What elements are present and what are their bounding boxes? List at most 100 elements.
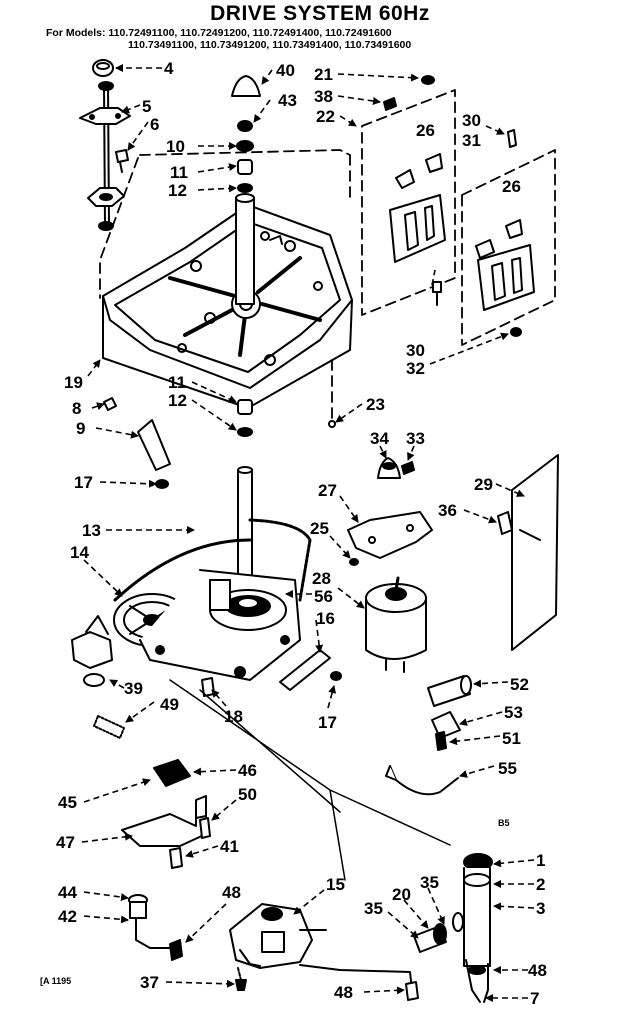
part-clip <box>328 420 336 428</box>
callout-11-upper: 11 <box>170 163 188 182</box>
callout-8: 8 <box>72 399 81 418</box>
callout-12-lower: 12 <box>168 391 187 410</box>
callout-14: 14 <box>70 543 89 562</box>
callout-35-upper: 35 <box>420 873 439 892</box>
callout-12-upper: 12 <box>168 181 187 200</box>
footer-code: [A 1195 <box>40 976 71 986</box>
callout-1: 1 <box>536 851 545 870</box>
callout-28: 28 <box>312 569 331 588</box>
callout-34: 34 <box>370 429 389 448</box>
callout-44: 44 <box>58 883 77 902</box>
callout-25: 25 <box>310 519 329 538</box>
callout-55: 55 <box>498 759 517 778</box>
callout-17-upper: 17 <box>74 473 93 492</box>
part-clip-53 <box>431 711 461 739</box>
part-capacitor <box>427 675 472 707</box>
callout-32: 32 <box>406 359 425 378</box>
callout-52: 52 <box>510 675 529 694</box>
callout-17-lower: 17 <box>318 713 337 732</box>
callout-38: 38 <box>314 87 333 106</box>
callout-50: 50 <box>238 785 257 804</box>
part-clamp <box>153 759 191 787</box>
part-bearing-upper <box>237 159 253 175</box>
callout-2: 2 <box>536 875 545 894</box>
part-spring <box>93 715 125 739</box>
callout-39: 39 <box>124 679 143 698</box>
part-seal-lower <box>237 427 253 437</box>
suspension-panel-rear <box>461 129 556 346</box>
callout-42: 42 <box>58 907 77 926</box>
part-washer <box>237 120 253 132</box>
water-pump <box>229 903 327 969</box>
callout-41: 41 <box>220 837 239 856</box>
callout-53: 53 <box>504 703 523 722</box>
callout-29: 29 <box>474 475 493 494</box>
part-nut-left <box>155 479 169 489</box>
callout-3: 3 <box>536 899 545 918</box>
part-seal-upper <box>237 183 253 193</box>
part-cover-cap <box>231 75 261 97</box>
callout-45: 45 <box>58 793 77 812</box>
part-bolt <box>103 397 117 411</box>
part-hose-drain <box>299 964 413 991</box>
part-pump-bracket <box>71 615 113 687</box>
callout-51: 51 <box>502 729 521 748</box>
motor-mount-plate <box>347 511 433 559</box>
callout-16: 16 <box>316 609 335 628</box>
callout-47: 47 <box>56 833 75 852</box>
callout-56: 56 <box>314 587 333 606</box>
part-hose-42 <box>135 917 171 949</box>
part-screw-50 <box>199 817 211 839</box>
part-clamp-48 <box>169 939 183 961</box>
part-motor-screw <box>349 558 359 566</box>
part-shift-bracket <box>279 649 331 691</box>
callout-18: 18 <box>224 707 243 726</box>
part-nut <box>236 140 254 152</box>
part-bracket <box>137 419 171 471</box>
part-harness-clip <box>389 765 459 796</box>
callout-6: 6 <box>150 115 159 134</box>
callout-48-bottom: 48 <box>334 983 353 1002</box>
callout-27: 27 <box>318 481 337 500</box>
callout-33: 33 <box>406 429 425 448</box>
callout-19: 19 <box>64 373 83 392</box>
callout-7: 7 <box>530 989 539 1008</box>
part-screw-41 <box>169 847 183 869</box>
callout-10: 10 <box>166 137 185 156</box>
model-line-2: 110.73491100, 110.73491200, 110.73491400… <box>128 39 412 51</box>
callout-36: 36 <box>438 501 457 520</box>
shield-panel <box>497 454 559 651</box>
callout-49: 49 <box>160 695 179 714</box>
part-bearing-lower <box>237 399 253 415</box>
part-retainer <box>401 461 415 475</box>
callout-26-front: 26 <box>416 121 435 140</box>
part-cap <box>92 59 114 77</box>
callout-35-lower: 35 <box>364 899 383 918</box>
model-list: For Models: 110.72491100, 110.72491200, … <box>46 27 411 51</box>
callout-9: 9 <box>76 419 85 438</box>
callout-40: 40 <box>276 61 295 80</box>
callout-11-lower: 11 <box>168 373 186 392</box>
callout-48-left: 48 <box>222 883 241 902</box>
callout-48-right: 48 <box>528 961 547 980</box>
callout-26-rear: 26 <box>502 177 521 196</box>
callout-21: 21 <box>314 65 333 84</box>
part-clamp-48-bottom <box>405 981 419 1001</box>
agitator-drive-shaft <box>235 193 255 305</box>
callout-13: 13 <box>82 521 101 540</box>
model-prefix: For Models: <box>46 27 106 39</box>
callout-43: 43 <box>278 91 297 110</box>
part-screw-37 <box>235 979 247 991</box>
part-drain-hose-vertical <box>463 853 493 1003</box>
part-coupling <box>413 912 464 953</box>
callout-30-upper: 30 <box>462 111 481 130</box>
part-shaft-assembly <box>79 81 131 231</box>
callout-37: 37 <box>140 973 159 992</box>
part-hose-clamp-44 <box>128 894 148 919</box>
model-line-1: 110.72491100, 110.72491200, 110.72491400… <box>108 27 392 39</box>
part-mounting-bracket <box>121 795 207 847</box>
callout-22: 22 <box>316 107 335 126</box>
suspension-panel-front <box>361 75 456 316</box>
